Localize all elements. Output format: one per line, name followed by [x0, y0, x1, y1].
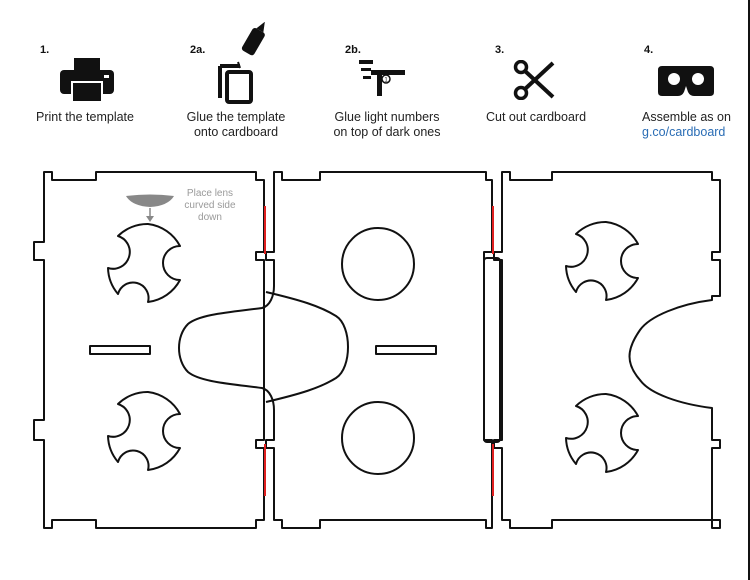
step-2b-number: 2b.	[345, 44, 361, 56]
step-2b-line-2: on top of dark ones	[333, 125, 441, 139]
step-3-line-1: Cut out cardboard	[485, 110, 587, 124]
step-2a-line-2: onto cardboard	[193, 125, 279, 139]
lens-cutout-3	[565, 220, 639, 301]
lens-cutout-1	[107, 222, 181, 303]
layers-icon: 1	[359, 60, 405, 96]
center-slot	[483, 257, 501, 443]
step-3-number: 3.	[495, 44, 505, 56]
lens-note-line-3: down	[198, 212, 222, 223]
step-1-line-1: Print the template	[36, 110, 134, 124]
lens-note-line-2: curved side	[184, 200, 236, 211]
step-3-text: Cut out cardboard	[483, 110, 589, 125]
printer-icon	[60, 58, 114, 102]
panel-3-outline	[493, 171, 721, 529]
slot-middle	[375, 345, 437, 355]
glue-icon	[218, 22, 265, 104]
step-2b-text: Glue light numbers on top of dark ones	[317, 110, 457, 140]
page-edge	[748, 0, 750, 580]
svg-text:1: 1	[384, 78, 388, 84]
step-4-line-1: Assemble as on	[642, 110, 731, 124]
lens-illustration	[126, 194, 174, 222]
lens-cutout-4	[565, 392, 639, 473]
step-2b-line-1: Glue light numbers	[334, 110, 440, 124]
step-2a-text: Glue the template onto cardboard	[180, 110, 292, 140]
slot-left	[89, 345, 151, 355]
panel-2-outline	[178, 171, 493, 529]
cardboard-viewer-icon	[658, 66, 714, 96]
lens-hole-1	[341, 227, 415, 301]
lens-hole-2	[341, 401, 415, 475]
lens-note-line-1: Place lens	[186, 188, 234, 199]
panel-1-outline	[33, 171, 265, 529]
step-1-text: Print the template	[30, 110, 140, 125]
lens-note: Place lens curved side down	[178, 188, 242, 224]
step-2a-number: 2a.	[190, 44, 206, 56]
cardboard-link[interactable]: g.co/cardboard	[642, 125, 726, 139]
step-2a-line-1: Glue the template	[186, 110, 286, 124]
instruction-steps: 1. Print the template 2a. Glue the templ…	[0, 0, 750, 150]
scissors-icon	[513, 60, 555, 100]
step-4-number: 4.	[644, 44, 654, 56]
lens-cutout-2	[107, 390, 181, 471]
panel-2-nose-cut	[265, 291, 349, 403]
step-4-text: Assemble as on g.co/cardboard	[642, 110, 746, 140]
step-1-number: 1.	[40, 44, 50, 56]
